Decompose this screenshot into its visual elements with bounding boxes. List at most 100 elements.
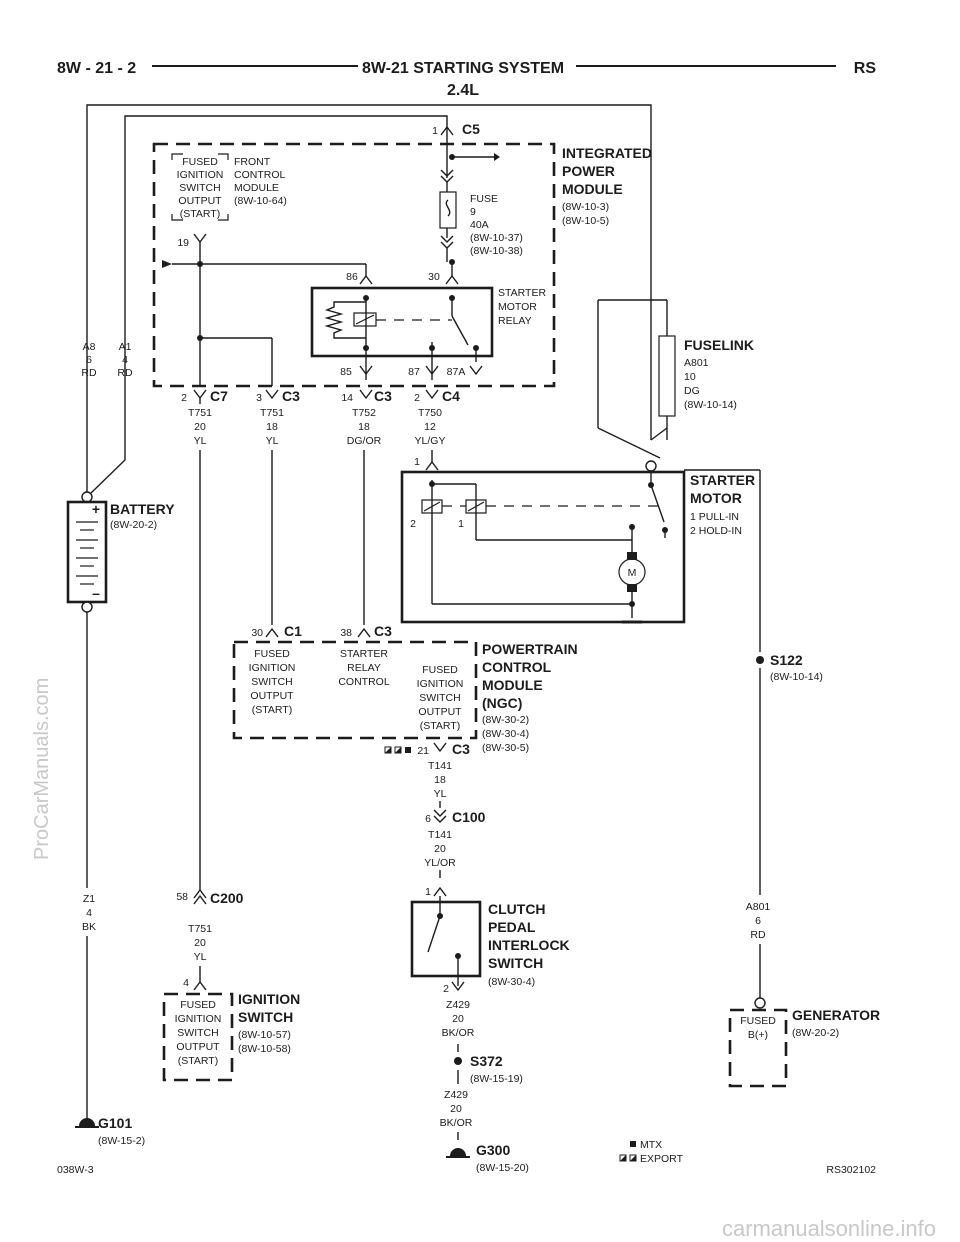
g300-ground-icon — [450, 1148, 466, 1156]
t751c-code: T751 — [188, 923, 212, 935]
battery-minus: – — [92, 585, 100, 601]
starter-line-2: 2 HOLD-IN — [690, 525, 742, 537]
starter-title-1: STARTER — [690, 472, 755, 488]
pcm-c3-connector — [357, 627, 371, 638]
arrow-right-icon — [494, 153, 500, 161]
c100-pin: 6 — [425, 813, 431, 825]
ign-title-2: SWITCH — [238, 1009, 293, 1025]
pcm-ref-2: (8W-30-4) — [482, 728, 529, 740]
relay-switch-icon — [451, 315, 469, 346]
c3b-wire-gauge: 18 — [358, 421, 370, 433]
pin-87-connector — [425, 365, 439, 376]
z429b-code: Z429 — [444, 1089, 468, 1101]
relay-label-3: RELAY — [498, 315, 532, 327]
ign-ref-1: (8W-10-57) — [238, 1029, 291, 1041]
ipm-fused-5: (START) — [180, 208, 220, 220]
legend-export: EXPORT — [640, 1153, 684, 1165]
c4-connector — [425, 389, 439, 400]
g101-label: G101 — [98, 1115, 132, 1131]
c3b-wire-code: T752 — [352, 407, 376, 419]
ipm-fused-2: IGNITION — [177, 169, 224, 181]
pin-87a-connector — [469, 365, 483, 376]
starter-line-1: 1 PULL-IN — [690, 511, 739, 523]
c4-wire-gauge: 12 — [424, 421, 436, 433]
ign-line-4: OUTPUT — [176, 1041, 220, 1053]
pcm-fused-a-2: IGNITION — [249, 662, 296, 674]
pcm-fused-a-1: FUSED — [254, 648, 290, 660]
pin-30: 30 — [428, 271, 440, 283]
wire-a1-code: A1 — [119, 341, 132, 353]
c4-label: C4 — [442, 388, 460, 404]
mtx-legend-icon — [630, 1141, 636, 1147]
wire-a1-gauge: 4 — [122, 354, 128, 366]
s122-ref: (8W-10-14) — [770, 671, 823, 683]
battery-cells-icon — [76, 521, 98, 585]
ipm-title-1: INTEGRATED — [562, 145, 652, 161]
pcm-title-1: POWERTRAIN — [482, 641, 578, 657]
z429a-gauge: 20 — [452, 1013, 464, 1025]
c7-wire-gauge: 20 — [194, 421, 206, 433]
t141a-gauge: 18 — [434, 774, 446, 786]
motor-label: M — [628, 567, 637, 579]
clutch-title-1: CLUTCH — [488, 901, 546, 917]
generator-box — [728, 1008, 788, 1088]
footer-right: RS302102 — [826, 1164, 876, 1176]
starter-pin-1: 1 — [414, 456, 420, 468]
g300-label: G300 — [476, 1142, 510, 1158]
pin-85: 85 — [340, 366, 352, 378]
clutch-pin-1: 1 — [425, 886, 431, 898]
ign-title-1: IGNITION — [238, 991, 300, 1007]
wire-a1-color: RD — [117, 367, 133, 379]
fuselink-line-2: 10 — [684, 371, 696, 383]
c3b-label: C3 — [374, 388, 392, 404]
battery-ref: (8W-20-2) — [110, 519, 157, 531]
c7-label: C7 — [210, 388, 228, 404]
c4-pin: 2 — [414, 392, 420, 404]
relay-label-2: MOTOR — [498, 301, 537, 313]
wire-a8-gauge: 6 — [86, 354, 92, 366]
gen-line-1: FUSED — [740, 1015, 776, 1027]
c3a-wire-gauge: 18 — [266, 421, 278, 433]
battery-feed-wires — [86, 104, 652, 495]
ipm-box — [152, 142, 556, 388]
c200-pin: 58 — [176, 891, 188, 903]
fuselink-line-1: A801 — [684, 357, 709, 369]
splice-dot — [197, 261, 203, 267]
clutch-switch-box — [410, 900, 482, 978]
z429a-code: Z429 — [446, 999, 470, 1011]
clutch-title-3: INTERLOCK — [488, 937, 570, 953]
ipm-fused-4: OUTPUT — [178, 195, 222, 207]
pcm-c3-21-label: C3 — [452, 741, 470, 757]
ipm-ref-2: (8W-10-5) — [562, 215, 609, 227]
c3a-wire-color: YL — [266, 435, 279, 447]
pin-19-connector — [193, 233, 207, 244]
fuselink-symbol — [658, 335, 676, 417]
clutch-ref: (8W-30-4) — [488, 976, 535, 988]
a801b-code: A801 — [746, 901, 771, 913]
pcm-title-3: MODULE — [482, 677, 543, 693]
s122-label: S122 — [770, 652, 803, 668]
fuse-symbol — [439, 191, 457, 229]
ignition-switch-box — [162, 992, 234, 1082]
pcm-ref-1: (8W-30-2) — [482, 714, 529, 726]
z1-code: Z1 — [83, 893, 95, 905]
clutch-pin-2: 2 — [443, 983, 449, 995]
pcm-fused-b-1: FUSED — [422, 664, 458, 676]
c100-connector — [433, 809, 447, 823]
g101-ref: (8W-15-2) — [98, 1135, 145, 1147]
starter-solenoid-switch-icon — [650, 484, 665, 523]
ign-ref-2: (8W-10-58) — [238, 1043, 291, 1055]
pin-85-connector — [359, 365, 373, 376]
starter-connector — [425, 460, 439, 471]
clutch-pin-2-connector — [451, 981, 465, 992]
c7-wire-color: YL — [194, 435, 207, 447]
pin-30-connector — [445, 274, 459, 285]
bottom-watermark: carmanualsonline.info — [722, 1216, 936, 1241]
pin-87a: 87A — [447, 366, 466, 378]
footer-left: 038W-3 — [57, 1164, 94, 1176]
battery-plus: + — [92, 501, 100, 517]
c7-wire-code: T751 — [188, 407, 212, 419]
pcm-c3-pin: 38 — [340, 627, 352, 639]
pcm-fused-b-2: IGNITION — [417, 678, 464, 690]
t141a-color: YL — [434, 788, 447, 800]
